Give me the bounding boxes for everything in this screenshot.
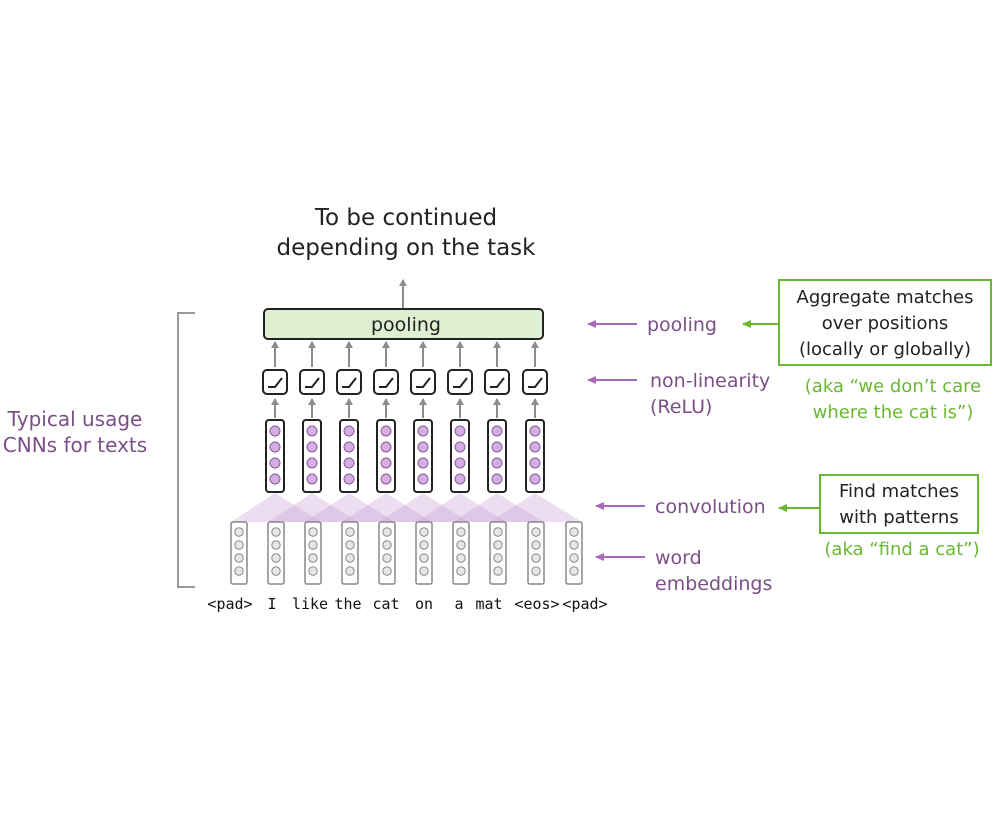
conv-output-column	[413, 419, 433, 493]
relu-icon	[305, 377, 320, 388]
layer-arrows	[271, 341, 539, 418]
aggregate-aka-line-1: (aka “we don’t care	[805, 376, 981, 397]
layer-label-nonlinearity-2: (ReLU)	[650, 396, 712, 418]
aggregate-note-box	[778, 279, 992, 366]
aggregate-note-line-3: (locally or globally)	[799, 339, 971, 360]
convolution-window	[416, 493, 506, 522]
convolution-windows	[231, 493, 582, 522]
patterns-aka: (aka “find a cat”)	[824, 539, 979, 560]
token-label: on	[415, 595, 433, 613]
conv-output-column	[265, 419, 285, 493]
convolution-window	[305, 493, 395, 522]
token-label: a	[454, 595, 463, 613]
layer-label-pooling: pooling	[647, 314, 717, 336]
token-label: like	[292, 595, 328, 613]
convolution-window	[268, 493, 358, 522]
embedding-column	[415, 521, 433, 585]
relu-icon	[416, 377, 431, 388]
conv-output-column	[302, 419, 322, 493]
embedding-column	[527, 521, 545, 585]
embeddings-row	[230, 521, 583, 585]
conv-output-column	[525, 419, 545, 493]
relu-box	[262, 369, 288, 395]
relu-box	[522, 369, 548, 395]
relu-icon	[342, 377, 357, 388]
convolution-window	[231, 493, 321, 522]
conv-output-column	[339, 419, 359, 493]
convolution-window	[453, 493, 544, 522]
embedding-column	[489, 521, 507, 585]
patterns-note-line-1: Find matches	[839, 481, 959, 502]
token-label: mat	[475, 595, 502, 613]
embedding-column	[267, 521, 285, 585]
relu-box	[410, 369, 436, 395]
relu-box	[373, 369, 399, 395]
convolution-window	[379, 493, 469, 522]
aggregate-note-line-2: over positions	[822, 313, 949, 334]
layer-label-embeddings-2: embeddings	[655, 573, 772, 595]
relu-icon	[453, 377, 468, 388]
embedding-column	[230, 521, 248, 585]
token-label: the	[334, 595, 361, 613]
convolution-window	[490, 493, 582, 522]
convolution-output-row	[265, 419, 545, 493]
relu-icon	[379, 377, 394, 388]
convolution-window	[342, 493, 432, 522]
embedding-column	[341, 521, 359, 585]
token-label: <pad>	[207, 595, 252, 613]
aggregate-note-line-1: Aggregate matches	[797, 287, 974, 308]
patterns-note-box	[819, 474, 979, 534]
relu-row	[262, 369, 548, 395]
pooling-box-label: pooling	[371, 314, 441, 336]
relu-icon	[268, 377, 283, 388]
token-label: <eos>	[514, 595, 559, 613]
token-label: <pad>	[562, 595, 607, 613]
relu-icon	[528, 377, 543, 388]
embedding-column	[565, 521, 583, 585]
layer-label-embeddings-1: word	[655, 547, 702, 569]
conv-output-column	[487, 419, 507, 493]
side-label-line-2: CNNs for texts	[3, 433, 147, 457]
relu-box	[336, 369, 362, 395]
layer-label-nonlinearity-1: non-linearity	[650, 370, 770, 392]
pooling-box	[263, 308, 544, 340]
relu-box	[447, 369, 473, 395]
patterns-note-line-2: with patterns	[839, 507, 958, 528]
left-bracket	[177, 312, 195, 588]
relu-icon	[490, 377, 505, 388]
title-line-1: To be continued	[314, 205, 497, 231]
conv-output-column	[450, 419, 470, 493]
relu-box	[484, 369, 510, 395]
token-label: cat	[372, 595, 399, 613]
aggregate-aka-line-2: where the cat is”)	[813, 402, 974, 423]
title-line-2: depending on the task	[277, 235, 537, 261]
token-label: I	[267, 595, 276, 613]
embedding-column	[378, 521, 396, 585]
conv-output-column	[376, 419, 396, 493]
embedding-column	[452, 521, 470, 585]
layer-label-convolution: convolution	[655, 496, 766, 518]
embedding-column	[304, 521, 322, 585]
side-label-line-1: Typical usage	[7, 407, 143, 431]
relu-box	[299, 369, 325, 395]
